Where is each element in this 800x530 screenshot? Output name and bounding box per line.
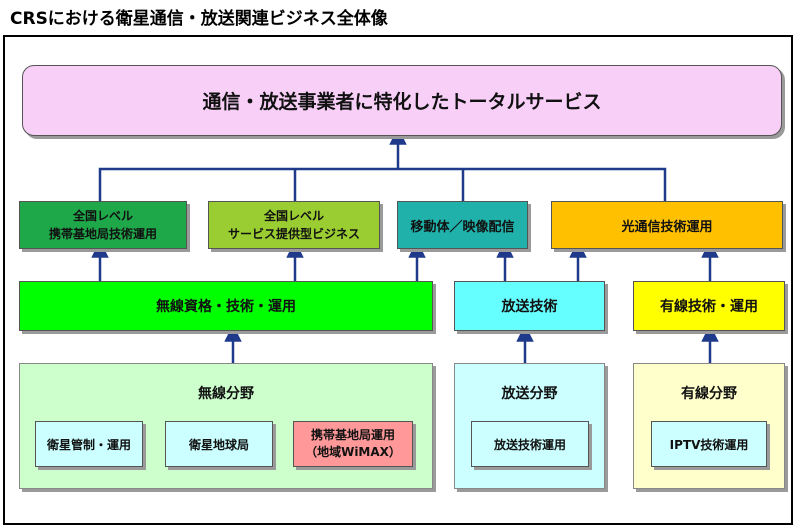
top-service-label: 通信・放送事業者に特化したトータルサービス [202, 91, 602, 113]
field-item-iptv-op-label: IPTV技術運用 [669, 437, 749, 452]
business-mobile-base-line1: 全国レベル [72, 209, 133, 223]
business-optical-box: 光通信技術運用 [551, 201, 783, 249]
bus-line-top [98, 167, 667, 201]
diagram-frame: 通信・放送事業者に特化したトータルサービス 全国レベル 携帯基地局技術運用 全国… [3, 35, 793, 525]
field-item-satellite-control: 衛星管制・運用 [35, 421, 143, 467]
field-item-earth-station: 衛星地球局 [165, 421, 273, 467]
tech-wireless-box: 無線資格・技術・運用 [19, 281, 433, 331]
connector-lines [91, 127, 719, 363]
business-mobile-base-line2: 携帯基地局技術運用 [48, 227, 157, 241]
page-title: CRSにおける衛星通信・放送関連ビジネス全体像 [10, 9, 388, 29]
tech-wired-label: 有線技術・運用 [660, 299, 758, 315]
business-mobile-video-box: 移動体／映像配信 [397, 201, 528, 249]
tech-wireless-label: 無線資格・技術・運用 [156, 299, 296, 315]
field-item-broadcast-op: 放送技術運用 [471, 421, 589, 467]
tech-wired-box: 有線技術・運用 [633, 281, 785, 331]
business-service-provision-box: 全国レベル サービス提供型ビジネス [208, 201, 380, 249]
field-item-iptv-op: IPTV技術運用 [651, 421, 767, 467]
business-mobile-base-box: 全国レベル 携帯基地局技術運用 [19, 201, 187, 249]
field-item-earth-station-label: 衛星地球局 [188, 437, 249, 452]
top-service-box: 通信・放送事業者に特化したトータルサービス [22, 65, 782, 136]
field-item-mobile-base-op-line2: （地域WiMAX） [305, 445, 401, 459]
business-service-provision-line1: 全国レベル [263, 209, 324, 223]
field-item-mobile-base-op: 携帯基地局運用 （地域WiMAX） [293, 421, 413, 467]
field-item-mobile-base-op-line1: 携帯基地局運用 [310, 427, 395, 442]
business-service-provision-line2: サービス提供型ビジネス [227, 227, 360, 241]
tech-broadcast-box: 放送技術 [454, 281, 605, 331]
field-wireless-name: 無線分野 [198, 386, 254, 402]
business-optical-label: 光通信技術運用 [621, 219, 713, 235]
field-item-satellite-control-label: 衛星管制・運用 [46, 437, 131, 452]
field-item-broadcast-op-label: 放送技術運用 [493, 437, 566, 452]
business-mobile-video-label: 移動体／映像配信 [410, 219, 515, 235]
field-wired-name: 有線分野 [681, 386, 737, 402]
field-broadcast-name: 放送分野 [501, 386, 558, 402]
tech-broadcast-label: 放送技術 [501, 299, 558, 315]
